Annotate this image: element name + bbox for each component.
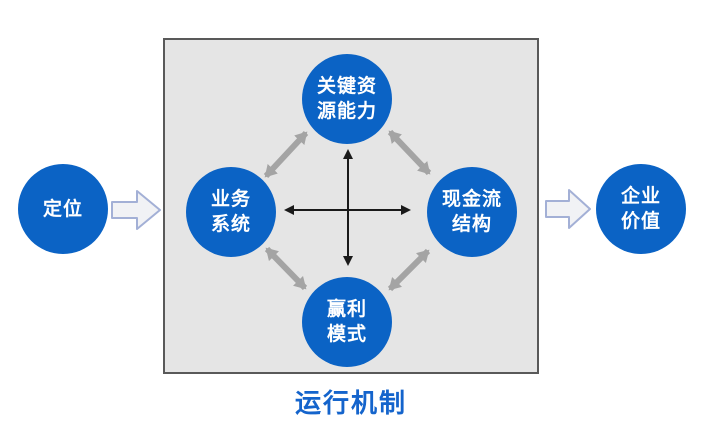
node-profit-line1: 赢利 — [326, 299, 367, 320]
node-cash-flow-structure: 现金流 结构 — [427, 167, 517, 257]
node-enterprise-line1: 企业 — [620, 186, 661, 207]
flow-arrow-into-panel-icon — [111, 190, 161, 230]
node-business-line2: 系统 — [210, 214, 251, 235]
flow-arrow-out-of-panel-icon — [545, 189, 591, 229]
node-positioning: 定位 — [18, 164, 108, 254]
node-cashflow-line1: 现金流 — [441, 189, 502, 210]
node-enterprise-line2: 价值 — [620, 211, 661, 232]
node-key-resource-line1: 关键资 — [316, 76, 377, 97]
node-enterprise-value: 企业 价值 — [596, 164, 686, 254]
node-profit-line2: 模式 — [326, 324, 367, 345]
node-business-system: 业务 系统 — [186, 167, 276, 257]
node-key-resource-line2: 源能力 — [316, 101, 377, 122]
node-business-line1: 业务 — [210, 189, 251, 210]
node-profit-model: 赢利 模式 — [302, 277, 392, 367]
node-positioning-label: 定位 — [42, 198, 83, 220]
node-key-resource-capability: 关键资 源能力 — [302, 54, 392, 144]
panel-caption: 运行机制 — [294, 388, 407, 418]
node-cashflow-line2: 结构 — [451, 214, 492, 235]
